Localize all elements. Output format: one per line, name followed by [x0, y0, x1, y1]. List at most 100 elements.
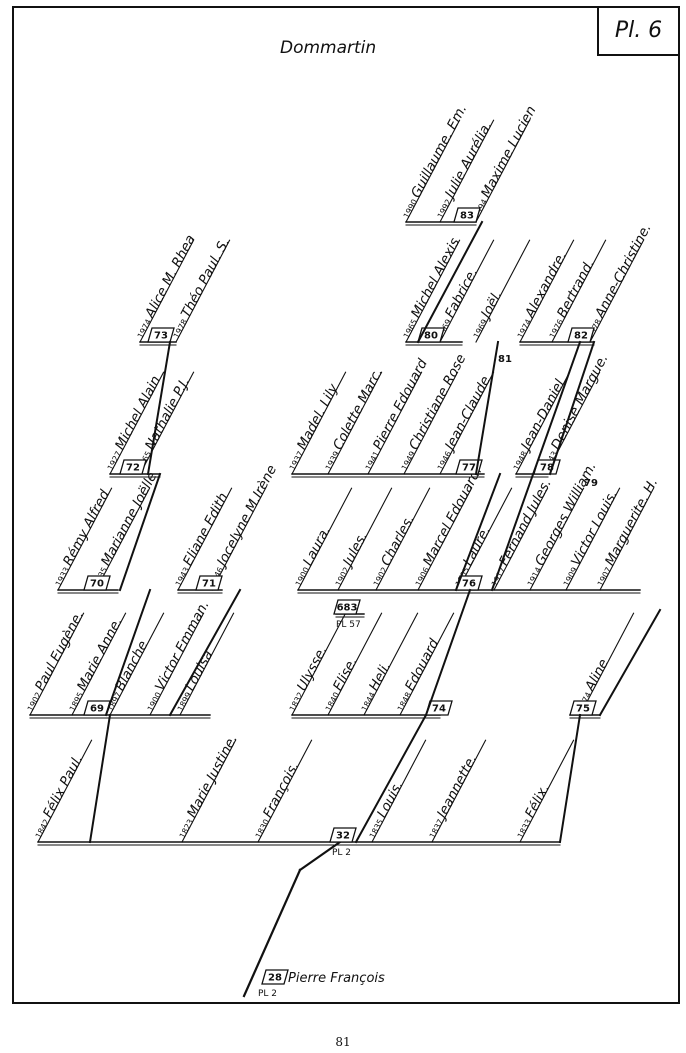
person-name: Maxime Lucien: [478, 103, 539, 200]
family-box-75-text: 75: [576, 704, 590, 715]
descent-stroke-10: [168, 588, 242, 717]
member-line-69-4: [179, 612, 235, 716]
member-name-82-2: 1978 Anne-Christine.: [581, 221, 654, 341]
person-name: Charles.: [378, 512, 418, 568]
member-line-32-1: [181, 739, 237, 843]
person-name: Elise.: [330, 655, 361, 694]
page-title: Dommartin: [280, 38, 377, 58]
family-box-78-text: 78: [540, 463, 554, 474]
descent-stroke-13: [558, 713, 582, 844]
root-box: [261, 969, 289, 985]
person-name: Fabrice.: [442, 265, 481, 320]
person-name: Laura.: [300, 524, 334, 569]
descent-stroke-6: [474, 340, 500, 476]
member-name-32-0: 1842 Félix Paul.: [29, 752, 86, 841]
member-name-80-0: 1965 Michel Alexis: [397, 235, 463, 340]
family-box-683: [333, 599, 361, 615]
member-name-76-3: 1906 Marcel Edouard.: [409, 464, 485, 589]
trunk-32: [298, 840, 342, 872]
member-line-72-1: [139, 371, 195, 475]
plate-ref-683: PL 57: [336, 620, 361, 630]
descent-stroke-7: [416, 220, 484, 344]
member-line-82-0: [519, 239, 575, 343]
member-line-76-8: [599, 487, 655, 591]
descent-stroke-11: [354, 713, 428, 844]
family-box-683-text: 683: [337, 603, 358, 614]
member-line-77-2: [367, 371, 423, 475]
member-line-74-0: [291, 612, 347, 716]
member-line-73-0: [139, 239, 195, 343]
member-line-69-0: [29, 612, 85, 716]
member-name-32-5: 1833 Félix.: [511, 781, 553, 840]
member-line-70-1: [95, 487, 151, 591]
family-box-71-text: 71: [202, 579, 216, 590]
member-line-32-2: [257, 739, 313, 843]
person-name: Anne-Christine.: [592, 221, 655, 321]
member-line-71-0: [177, 487, 233, 591]
descent-stroke-3: [424, 588, 472, 717]
member-name-76-1: 1902 Jules.: [329, 529, 371, 589]
person-name: Marie Justine.: [184, 732, 241, 821]
member-name-32-1: 1823 Marie Justine.: [173, 732, 240, 841]
member-name-32-4: 1837 Jeannette.: [423, 752, 480, 841]
member-name-76-8: 1907 Marguerite. H.: [591, 475, 661, 588]
member-line-77-0: [291, 371, 347, 475]
member-line-69-2: [109, 612, 165, 716]
member-name-32-2: 1830 François.: [249, 759, 302, 841]
member-line-76-6: [529, 487, 585, 591]
page-number: 81: [335, 1035, 351, 1049]
descent-stroke-9: [548, 340, 596, 476]
member-line-72-0: [109, 371, 165, 475]
family-box-71: [195, 575, 223, 591]
member-line-69-1: [71, 612, 127, 716]
member-line-74-3: [399, 612, 455, 716]
descent-stroke-12: [88, 713, 112, 844]
descent-stroke-1: [454, 472, 502, 592]
family-box-73-text: 73: [154, 331, 168, 342]
member-line-32-3: [371, 739, 427, 843]
person-name: Jeannette.: [433, 752, 481, 823]
member-line-32-4: [431, 739, 487, 843]
member-line-83-1: [439, 119, 495, 223]
member-line-73-1: [175, 239, 231, 343]
person-name: Jocelyne M.Irène: [213, 462, 280, 571]
person-name: Louisa: [182, 648, 216, 694]
member-line-69-3: [149, 612, 205, 716]
family-box-70: [83, 575, 111, 591]
family-box-69-text: 69: [90, 704, 104, 715]
member-line-83-0: [405, 119, 461, 223]
root-name: Pierre François: [288, 971, 385, 986]
member-line-77-3: [403, 371, 459, 475]
person-name: Ulysse.: [294, 643, 331, 693]
member-line-76-0: [297, 487, 353, 591]
person-name: Laure.: [460, 524, 494, 569]
family-box-32: [329, 827, 357, 843]
member-line-74-1: [327, 612, 383, 716]
member-name-76-5: 1917 Fernand Jules.: [485, 476, 554, 588]
person-name: Blanche: [112, 638, 151, 693]
person-name: Aline: [582, 656, 612, 694]
descent-stroke-4: [598, 608, 662, 717]
member-line-71-1: [211, 487, 267, 591]
root-box-text: 28: [268, 973, 282, 984]
member-line-76-5: [493, 487, 549, 591]
family-box-83: [453, 207, 481, 223]
member-line-78-0: [515, 371, 571, 475]
cross-ref-tag-0: 81: [498, 354, 512, 365]
family-box-76-text: 76: [462, 579, 476, 590]
member-line-82-2: [589, 239, 645, 343]
family-box-83-text: 83: [460, 211, 474, 222]
descent-stroke-0: [104, 588, 152, 717]
member-line-76-4: [457, 487, 513, 591]
page-frame: [12, 6, 680, 1004]
cross-ref-tag-1: 79: [584, 478, 598, 489]
person-name: Marianne Joëlle: [98, 469, 160, 568]
member-line-82-1: [551, 239, 607, 343]
family-box-77-text: 77: [462, 463, 476, 474]
member-line-76-1: [337, 487, 393, 591]
member-line-80-1: [439, 239, 495, 343]
member-line-80-2: [475, 239, 531, 343]
family-box-75: [569, 700, 597, 716]
member-line-80-0: [405, 239, 461, 343]
